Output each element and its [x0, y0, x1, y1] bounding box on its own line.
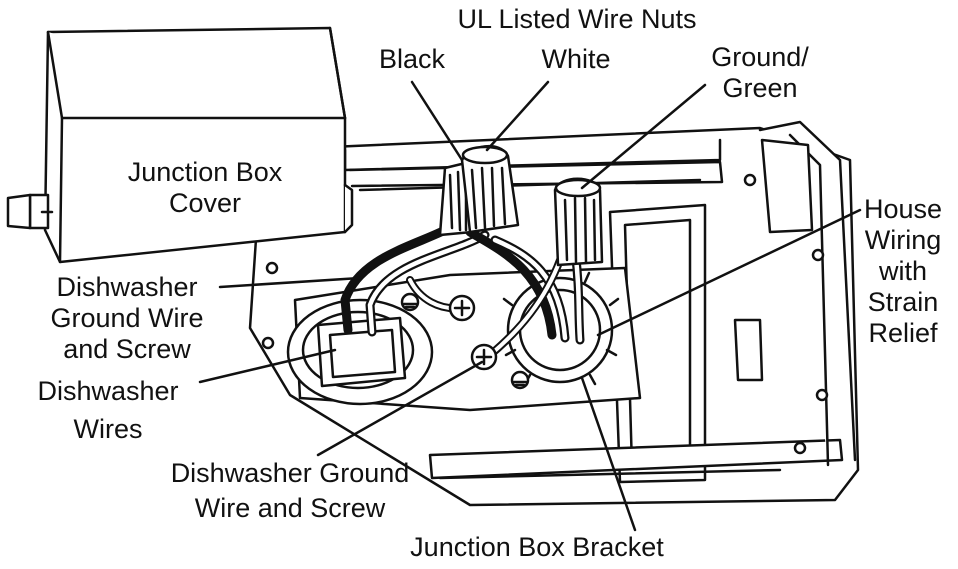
junction-box-cover [6, 26, 354, 264]
leader-dw-ground-bottom [316, 360, 484, 457]
wire-nuts [438, 144, 604, 267]
label-junction-box-cover: Junction Box Cover [127, 157, 283, 218]
label-house-wiring-strain-relief: House Wiring with Strain Relief [863, 194, 943, 348]
label-dishwasher-ground-wire-screw-left: Dishwasher Ground Wire and Screw [50, 272, 204, 364]
leader-black [410, 80, 464, 162]
leader-lines [198, 80, 862, 532]
ground-screws [400, 292, 530, 390]
leader-bracket [580, 376, 637, 532]
label-ul-listed-wire-nuts: UL Listed Wire Nuts [457, 4, 697, 34]
label-ground-green: Ground/ Green [711, 42, 809, 103]
dishwasher-grommet [286, 298, 434, 406]
leader-house-wiring [596, 208, 862, 337]
label-white: White [541, 44, 611, 74]
leader-white [485, 80, 550, 152]
leader-dw-wires [198, 348, 337, 384]
leader-dw-ground-left [218, 276, 362, 289]
label-dishwasher-ground-wire-screw-bottom: Dishwasher Ground Wire and Screw [170, 458, 410, 523]
label-junction-box-bracket: Junction Box Bracket [410, 532, 664, 562]
label-dishwasher-wires: Dishwasher Wires [37, 376, 179, 444]
leader-ground-green [580, 83, 707, 190]
label-black: Black [378, 44, 446, 74]
